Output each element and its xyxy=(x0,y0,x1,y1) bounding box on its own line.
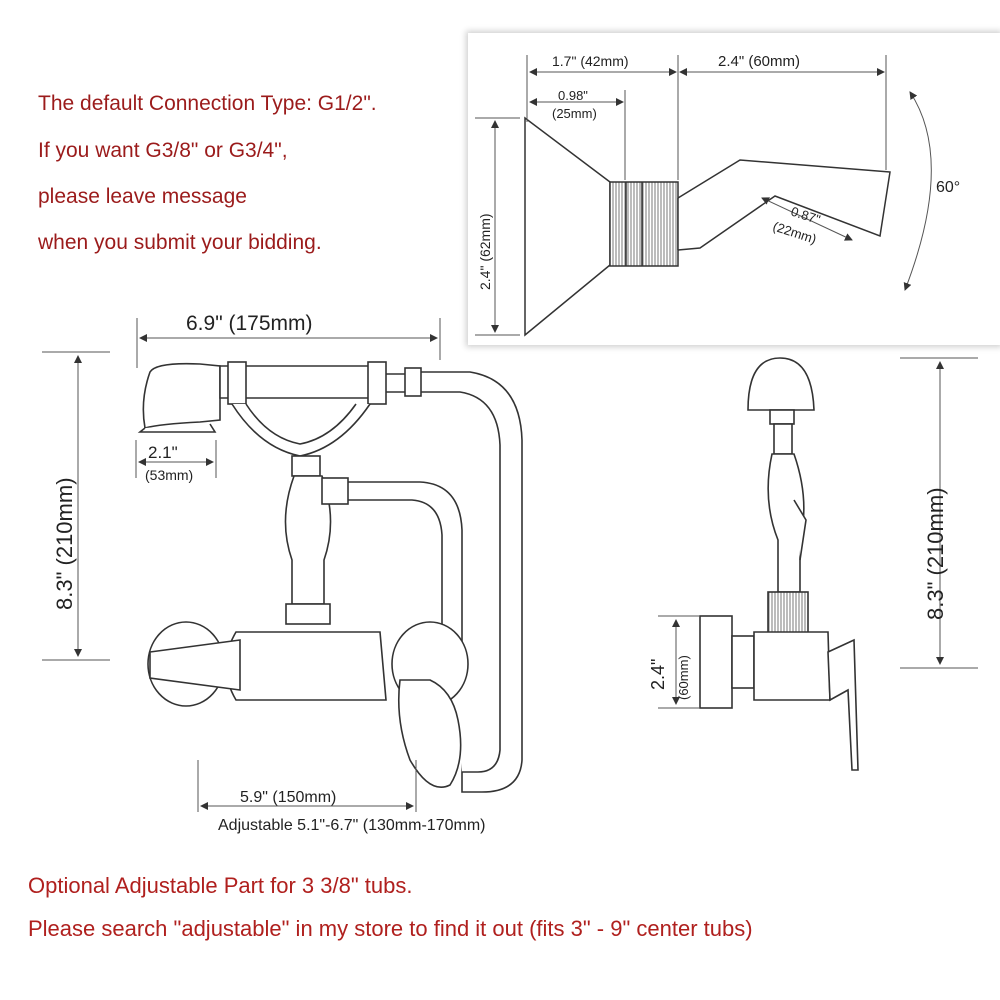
dim-angle: 60° xyxy=(936,179,960,196)
dim-side-height: 8.3" (210mm) xyxy=(923,487,948,620)
side-faucet-drawing xyxy=(699,357,859,771)
dim-spacing: 5.9" (150mm) xyxy=(240,789,336,806)
dim-flange-b: (60mm) xyxy=(676,655,691,700)
note-bidding: when you submit your bidding. xyxy=(38,231,322,254)
head-dimension xyxy=(135,440,217,478)
dim-flange-a: 2.4" xyxy=(648,659,668,690)
dim-front-height: 8.3" (210mm) xyxy=(52,477,77,610)
front-faucet-drawing xyxy=(137,361,523,793)
note-leave-message: please leave message xyxy=(38,185,247,208)
dim-front-width: 6.9" (175mm) xyxy=(186,312,313,335)
dim-adjustable: Adjustable 5.1"-6.7" (130mm-170mm) xyxy=(218,817,485,834)
note-alternative-size: If you want G3/8" or G3/4", xyxy=(38,139,288,162)
dim-flange-height: 2.4" (62mm) xyxy=(477,213,493,290)
note-connection-type: The default Connection Type: G1/2". xyxy=(38,92,377,115)
dim-head-b: (53mm) xyxy=(145,467,193,483)
dim-holder-depth: 1.7" (42mm) xyxy=(552,53,629,69)
note-search-adjustable: Please search "adjustable" in my store t… xyxy=(28,916,753,941)
front-height-dimension xyxy=(42,351,110,661)
note-optional-part: Optional Adjustable Part for 3 3/8" tubs… xyxy=(28,873,413,898)
holder-dimensions xyxy=(475,55,932,336)
dim-ring-a: 0.98" xyxy=(558,88,588,103)
front-width-dimension xyxy=(136,318,441,368)
dim-head-a: 2.1" xyxy=(148,443,178,462)
dim-arm-length: 2.4" (60mm) xyxy=(718,53,800,70)
spacing-dimension xyxy=(197,760,417,812)
dim-ring-b: (25mm) xyxy=(552,106,597,121)
holder-drawing xyxy=(524,116,891,337)
side-dimensions xyxy=(658,357,978,709)
